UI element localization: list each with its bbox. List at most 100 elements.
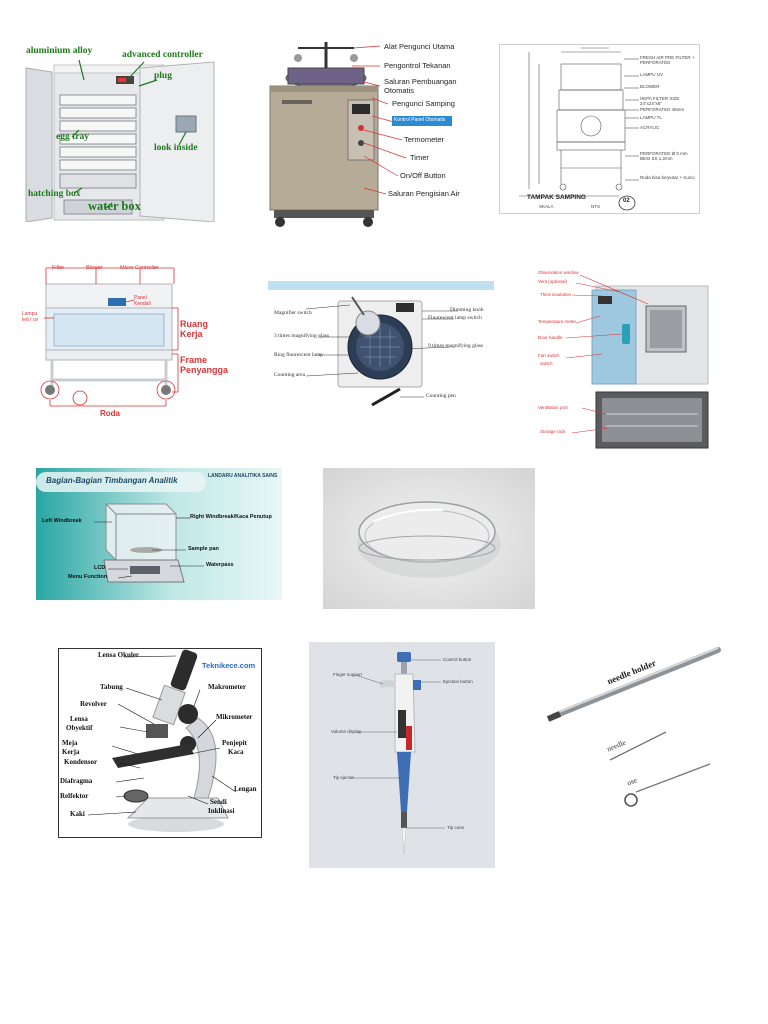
label-water-box: water box [88,199,141,213]
autoclave-panel: Alat Pengunci Utama Pengontrol Tekanan S… [268,38,460,236]
drawing-title: TAMPAK SAMPING [527,194,586,201]
label-aluminium-alloy: aluminium alloy [26,46,93,56]
balance-illustration [36,468,282,600]
label-lampu-uv: led / uv [22,317,39,323]
pipette-panel: Control button Finger support Ejection b… [309,642,495,868]
microscope-website: Teknikece.com [202,661,256,670]
microscope-panel: Teknikece.com Lensa Okuler Tabung Revolv… [58,648,262,838]
technical-drawing [499,44,700,214]
incubator-panel: aluminium alloy advanced controller plug… [24,40,220,222]
label-tip-ejector: Tip ejector [333,775,354,780]
label-lengan: Lengan [234,785,257,793]
petri-dish-panel [323,468,535,609]
label-kaca: Kaca [228,748,244,756]
label-sendi: Sendi [210,798,227,806]
counter-panel: Magnifier switch Dimming knob Fluorescen… [268,281,494,411]
label-filter: Filter [52,265,65,271]
label-vent: Vent (optional) [538,279,568,284]
drawing-nts: NTS [591,204,600,209]
label-lcd: LCD [94,565,106,571]
balance-panel: Bagian-Bagian Timbangan Analitik LANDARU… [36,468,282,600]
label-on-off-button: On/Off Button [400,171,446,180]
label-dimming-knob: Dimming knob [450,307,484,313]
label-door-handle: Door handle [538,335,563,340]
note-0: FRESH AIR PRE FILTER + PERFORATED [640,55,695,65]
label-otomatis: Otomatis [384,86,415,95]
label-kendali: Kendali [134,301,151,307]
label-menu-function: Menu Function [68,574,108,580]
label-obyektif: Obyektif [66,724,93,732]
label-frame: Frame [180,355,208,365]
label-meja: Meja [62,739,78,747]
note-1: LAMPU UV [640,72,664,77]
needle-holder-illustration [540,640,730,820]
label-observation-window: Observation window [538,270,579,275]
note-5: LAMPU TL [640,115,662,120]
oven-panel: Observation window Vent (optional) Thick… [536,266,718,452]
balance-brand: LANDARU ANALITIKA SAINS [208,473,278,479]
label-hatching-box: hatching box [28,189,81,199]
label-makrometer: Makrometer [208,683,246,691]
needle-panel: needle holder needle ose [540,640,730,820]
label-volume-display: Volume display [331,729,362,734]
micropipette-illustration [309,642,495,868]
label-lensa-okuler: Lensa Okuler [98,651,140,659]
label-sample-pan: Sample pan [188,546,219,552]
microscope-illustration [58,648,262,838]
label-penjepit: Penjepit [222,739,247,747]
label-tabung: Tabung [100,683,123,691]
label-temp-meter: Temperature meter [538,319,577,324]
label-diafragma: Diafragma [60,777,93,785]
label-revolver: Revolver [80,700,107,708]
label-inklinasi: Inklinasi [208,807,235,815]
note-6: ACRYLIC [640,125,660,130]
biosafety-panel: Filter Blower Micro Controller Lampu led… [20,254,230,424]
autoclave-illustration [268,38,460,236]
label-ruang: Ruang [180,319,208,329]
label-kontrol-panel: Kontrol Panel Otomatis [394,117,446,123]
label-plug: plug [154,71,172,81]
label-pengontrol-tekanan: Pengontrol Tekanan [384,61,451,70]
label-lampu: Lampu [22,311,38,317]
balance-title: Bagian-Bagian Timbangan Analitik [46,476,178,485]
label-alat-pengunci-utama: Alat Pengunci Utama [384,42,455,51]
label-ring-lamp: Ring fluorescent lamp [274,352,323,358]
note-4: PERFORATED 45mm [640,107,685,112]
label-counting-pen: Counting pen [426,393,456,399]
label-micro-controller: Micro Controller [120,265,159,271]
label-ventilation: Ventilation port [538,405,568,410]
incubator-illustration [24,40,220,222]
label-panel: Panel [134,295,147,301]
label-egg-tray: egg tray [56,132,89,142]
label-penyangga: Penyangga [180,365,229,375]
colony-counter-illustration [268,281,494,411]
label-kaki: Kaki [70,810,85,818]
petri-dish-photo [323,468,535,609]
label-control-button: Control button [443,657,472,662]
label-switch: switch [540,361,553,366]
label-ejection-button: Ejection button [443,679,473,684]
oven-illustration [536,266,718,452]
label-counting-area: Counting area [274,372,306,378]
label-three-times: 3 times magnifying glass [274,333,330,339]
label-termometer: Termometer [404,135,445,144]
label-reflektor: Relfektor [60,792,89,800]
note-8: Roda bisa berputar + Kunci [640,175,695,180]
label-blower: Blower [86,265,103,271]
label-lensa: Lensa [70,715,88,723]
label-finger-support: Finger support [333,672,363,677]
label-kerja: Kerja [180,329,203,339]
note-3: HEPA FILTER SIZE 24"x24"x6" [640,96,680,106]
label-magnifier-switch: Magnifier switch [274,310,312,316]
label-storage-rack: Storage rack [540,429,566,434]
label-fluorescent-switch: Fluorescent lamp switch [428,315,482,321]
label-mikrometer: Mikrometer [216,713,253,721]
label-timer: Timer [410,153,429,162]
label-tip-cone: Tip cone [447,825,465,830]
drawing-scale: SKALA [539,204,554,209]
label-pengunci-samping: Pengunci Samping [392,99,455,108]
label-waterpass: Waterpass [206,562,234,568]
label-saluran-pembuangan: Saluran Pembuangan [384,77,457,86]
note-7: PERFORATED Ø 5 mm BESI SS 1,2mm [640,151,688,161]
note-2: BLOWER [640,84,660,89]
